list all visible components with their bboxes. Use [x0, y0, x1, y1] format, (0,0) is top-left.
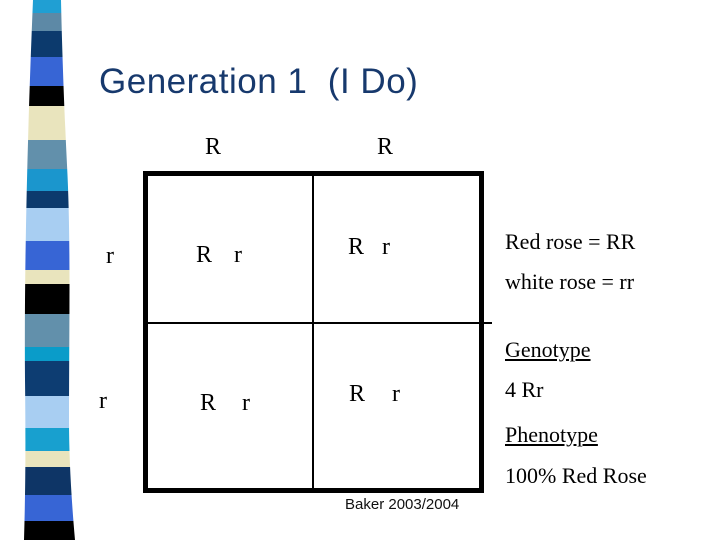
ribbon-segment: [24, 347, 75, 361]
allele: r: [392, 381, 401, 407]
page-title: Generation 1 (I Do): [99, 62, 419, 101]
ribbon-segment: [24, 451, 75, 467]
genotype-heading: Genotype: [505, 337, 591, 362]
punnett-cell-top-left: R r: [196, 243, 242, 267]
punnett-row-header-1: r: [106, 243, 114, 269]
ribbon-segment: [24, 495, 75, 521]
ribbon-segment: [24, 13, 75, 31]
ribbon-segment: [24, 284, 75, 314]
punnett-col-header-2: R: [377, 134, 394, 160]
allele: R: [348, 234, 365, 260]
allele: R: [349, 381, 366, 407]
ribbon-segment: [24, 467, 75, 495]
allele: r: [382, 234, 391, 260]
allele: r: [242, 390, 251, 416]
ribbon-segment: [24, 191, 75, 208]
ribbon-segment: [24, 361, 75, 396]
ribbon-segment: [24, 140, 75, 169]
punnett-cell-bottom-right: R r: [349, 382, 400, 406]
allele: r: [234, 242, 243, 268]
ribbon-segment: [24, 521, 75, 540]
ribbon-segment: [24, 31, 75, 57]
ribbon-segment: [24, 314, 75, 347]
phenotype-value: 100% Red Rose: [505, 463, 647, 488]
punnett-cell-bottom-left: R r: [200, 391, 250, 415]
ribbon-segment: [24, 86, 75, 106]
allele: R: [200, 390, 217, 416]
ribbon-segment: [24, 57, 75, 86]
note-red-rose-key: Red rose = RR: [505, 229, 636, 254]
allele: R: [196, 242, 213, 268]
ribbon-segment: [24, 270, 75, 284]
ribbon-segment: [24, 428, 75, 451]
phenotype-heading: Phenotype: [505, 422, 598, 447]
ribbon-segment: [24, 241, 75, 270]
punnett-col-header-1: R: [205, 134, 222, 160]
ribbon-segment: [24, 0, 75, 13]
decorative-ribbon: [24, 0, 75, 540]
punnett-vertical-divider: [312, 176, 314, 488]
credit-text: Baker 2003/2004: [345, 496, 460, 513]
ribbon-segment: [24, 169, 75, 191]
punnett-square-outline: [143, 171, 484, 493]
punnett-cell-top-right: R r: [348, 235, 390, 259]
ribbon-segment: [24, 106, 75, 140]
genotype-value: 4 Rr: [505, 377, 544, 402]
note-white-rose-key: white rose = rr: [505, 269, 635, 294]
ribbon-segment: [24, 396, 75, 428]
ribbon-segment: [24, 208, 75, 241]
punnett-horizontal-divider: [148, 322, 492, 324]
punnett-row-header-2: r: [99, 388, 107, 414]
